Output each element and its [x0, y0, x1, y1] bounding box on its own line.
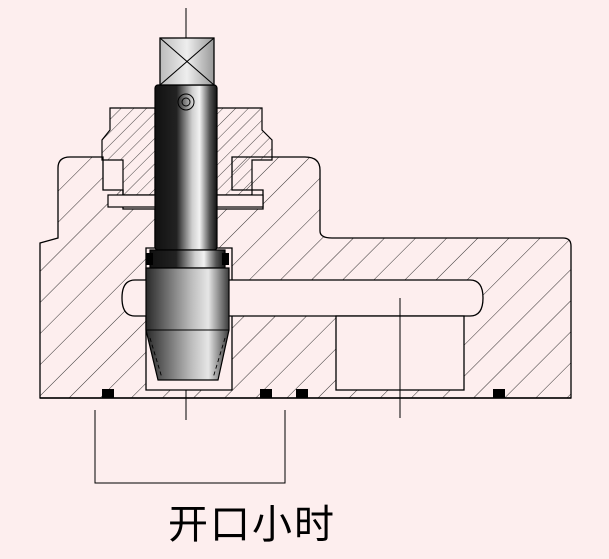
bottom-seal-2	[260, 389, 272, 398]
seal-ring-left	[146, 253, 153, 265]
gland-nut	[101, 107, 156, 196]
valve-plug	[145, 267, 230, 381]
seal-ring-right	[222, 253, 229, 265]
bottom-seal-1	[102, 389, 114, 398]
valve-body	[39, 156, 572, 399]
stem-shoulder	[149, 249, 226, 269]
opening-dimension-bracket	[94, 410, 286, 484]
opening-size-caption: 开口小时	[168, 502, 336, 548]
bottom-seal-4	[493, 389, 505, 398]
stem-pin-icon	[177, 93, 195, 111]
bottom-seal-3	[296, 389, 308, 398]
